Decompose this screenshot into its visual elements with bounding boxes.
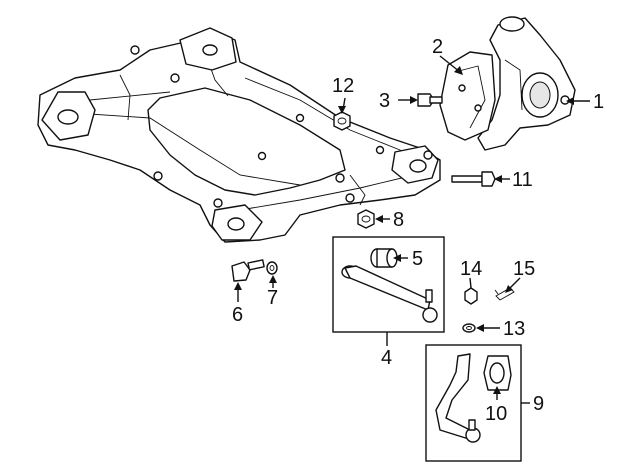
- subframe-crossmember: [37, 27, 441, 243]
- lower-control-arm: [341, 265, 438, 323]
- callout-11: 11: [512, 169, 533, 191]
- washer-7: [266, 261, 278, 275]
- callout-10: 10: [485, 403, 507, 425]
- callout-4: 4: [381, 347, 392, 369]
- callout-14: 14: [460, 258, 482, 280]
- callout-3: 3: [379, 90, 390, 112]
- splash-shield: [439, 51, 496, 141]
- bolt-3: [417, 93, 443, 107]
- callout-6: 6: [232, 304, 243, 326]
- callout-15: 15: [513, 258, 535, 280]
- callout-2: 2: [432, 36, 443, 58]
- callout-9: 9: [533, 393, 544, 415]
- nut-12: [333, 111, 351, 131]
- washer-13: [462, 323, 476, 333]
- callout-5: 5: [412, 248, 423, 270]
- bolt-11: [451, 171, 496, 187]
- bushing-10: [483, 355, 512, 391]
- nut-14: [464, 287, 478, 305]
- callout-7: 7: [267, 287, 278, 309]
- bushing-5: [370, 248, 398, 268]
- cotter-pin-15: [494, 287, 515, 301]
- leader-lines: [234, 55, 590, 404]
- callout-1: 1: [593, 91, 604, 113]
- callout-13: 13: [503, 318, 525, 340]
- nut-8: [357, 209, 375, 229]
- callout-12: 12: [332, 75, 354, 97]
- upper-control-arm: [435, 353, 481, 443]
- steering-knuckle: [477, 16, 576, 151]
- bolt-6: [231, 259, 265, 282]
- callout-8: 8: [393, 209, 404, 231]
- box-lower-arm: [332, 236, 445, 333]
